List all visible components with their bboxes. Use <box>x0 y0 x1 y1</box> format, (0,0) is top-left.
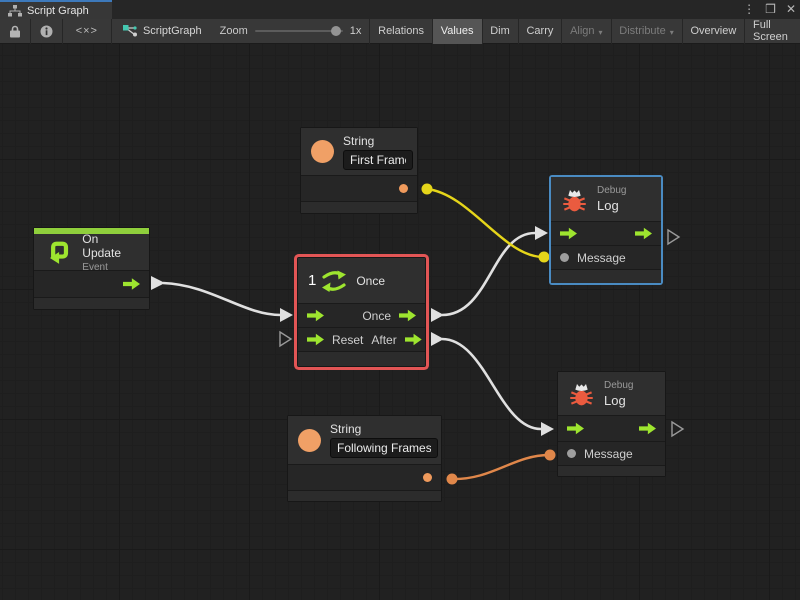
wire-arrowhead <box>541 422 554 436</box>
window-titlebar: Script Graph ⋮ ❒ ✕ <box>0 0 800 19</box>
node-title: On Update <box>82 231 121 260</box>
wire-endpoint-dot <box>446 473 458 485</box>
wire-onupdate-once <box>162 281 282 317</box>
node-title: Log <box>597 198 619 213</box>
info-icon <box>40 25 53 37</box>
wire-string-debugtop <box>426 187 544 259</box>
tab-script-graph[interactable]: Script Graph <box>0 0 112 19</box>
event-accent-strip <box>34 228 149 234</box>
graph-hierarchy-icon <box>8 4 22 16</box>
unconnected-port-triangle <box>667 228 681 246</box>
node-debug-log-bottom[interactable]: Debug Log Message <box>557 371 666 477</box>
flow-input-port[interactable] <box>567 422 584 435</box>
graph-toolbar: <×> ScriptGraph Zoom 1x Relations Values… <box>0 18 800 44</box>
flow-output-port[interactable] <box>123 278 140 290</box>
breadcrumb[interactable]: ScriptGraph <box>112 24 212 38</box>
script-graph-icon <box>122 25 137 37</box>
toolbar-button-carry[interactable]: Carry <box>526 25 554 37</box>
reset-input-port[interactable] <box>307 333 324 346</box>
info-button[interactable] <box>31 19 62 44</box>
wire-endpoint-dot <box>538 251 550 263</box>
node-title: Once <box>356 273 386 288</box>
value-output-port[interactable] <box>399 184 408 193</box>
unit-options-button[interactable]: <×> <box>62 19 111 44</box>
string-type-icon <box>311 140 334 163</box>
value-output-port[interactable] <box>423 473 432 482</box>
close-icon[interactable]: ✕ <box>785 2 796 16</box>
lock-button[interactable] <box>0 19 30 44</box>
wire-string-debugbottom <box>451 453 550 481</box>
flow-input-port[interactable] <box>560 227 577 240</box>
port-label: Reset <box>332 332 364 347</box>
string-type-icon <box>298 428 321 452</box>
zoom-slider-handle[interactable] <box>330 26 341 36</box>
bug-icon <box>570 383 593 406</box>
node-subtitle: Event <box>82 261 108 273</box>
window-menu-icon[interactable]: ⋮ <box>743 2 756 16</box>
wire-once-debugbottom <box>441 337 542 431</box>
wire-arrowhead <box>280 308 293 322</box>
code-icon: <×> <box>75 25 98 37</box>
wire-start-triangle <box>431 308 444 322</box>
maximize-icon[interactable]: ❒ <box>765 2 776 16</box>
node-on-update[interactable]: On Update Event <box>33 227 150 310</box>
port-label: Message <box>584 446 633 461</box>
wire-endpoint-dot <box>544 449 556 461</box>
node-title: String <box>330 422 362 436</box>
flow-output-port[interactable] <box>639 422 656 435</box>
after-output-port[interactable] <box>404 333 422 346</box>
unconnected-port-triangle <box>671 420 685 438</box>
toolbar-button-relations[interactable]: Relations <box>378 25 424 37</box>
wire-start-triangle <box>431 332 444 346</box>
zoom-slider-track <box>254 30 343 32</box>
toolbar-button-values[interactable]: Values <box>432 18 482 44</box>
chevron-down-icon: ▾ <box>669 27 674 37</box>
node-string-following[interactable]: String <box>287 415 442 502</box>
once-counter: 1 <box>308 272 317 289</box>
tab-title: Script Graph <box>27 4 89 17</box>
node-category: Debug <box>597 185 627 196</box>
node-title: String <box>343 133 375 148</box>
zoom-slider[interactable] <box>254 19 343 44</box>
breadcrumb-label: ScriptGraph <box>142 25 202 37</box>
toolbar-button-dim[interactable]: Dim <box>490 25 510 37</box>
message-input-port[interactable] <box>560 253 569 262</box>
node-once[interactable]: 1 Once Once Reset After <box>297 257 426 367</box>
string-value-input[interactable] <box>343 149 413 170</box>
node-category: Debug <box>604 379 634 391</box>
toolbar-button-overview[interactable]: Overview <box>690 25 737 37</box>
node-title: Log <box>604 392 626 408</box>
bug-icon <box>563 189 586 211</box>
node-string-first[interactable]: String <box>300 127 418 214</box>
node-debug-log-top[interactable]: Debug Log Message <box>550 176 662 284</box>
port-label: Once <box>362 308 391 323</box>
once-output-port[interactable] <box>399 309 416 322</box>
message-input-port[interactable] <box>567 449 576 458</box>
graph-canvas[interactable]: String Debug Log <box>0 44 800 600</box>
string-value-input[interactable] <box>330 438 438 458</box>
port-label: Message <box>577 250 626 265</box>
wire-arrowhead <box>535 226 548 240</box>
zoom-label: Zoom <box>219 25 248 37</box>
toolbar-button-align[interactable]: Align ▾ <box>570 25 603 37</box>
wire-start-triangle <box>151 276 165 290</box>
zoom-value: 1x <box>349 25 362 37</box>
chevron-down-icon: ▾ <box>598 27 603 37</box>
loop-event-icon <box>49 241 69 264</box>
flow-output-port[interactable] <box>635 227 652 240</box>
unconnected-port-triangle <box>279 330 293 348</box>
toolbar-button-fullscreen[interactable]: Full Screen <box>753 19 788 43</box>
port-label: After <box>371 332 397 347</box>
wire-endpoint-dot <box>421 183 433 195</box>
flow-input-port[interactable] <box>307 309 324 322</box>
once-loop-icon <box>322 270 347 292</box>
toolbar-button-distribute[interactable]: Distribute ▾ <box>619 25 674 37</box>
lock-icon <box>10 25 20 37</box>
wire-once-debugtop <box>441 231 536 317</box>
